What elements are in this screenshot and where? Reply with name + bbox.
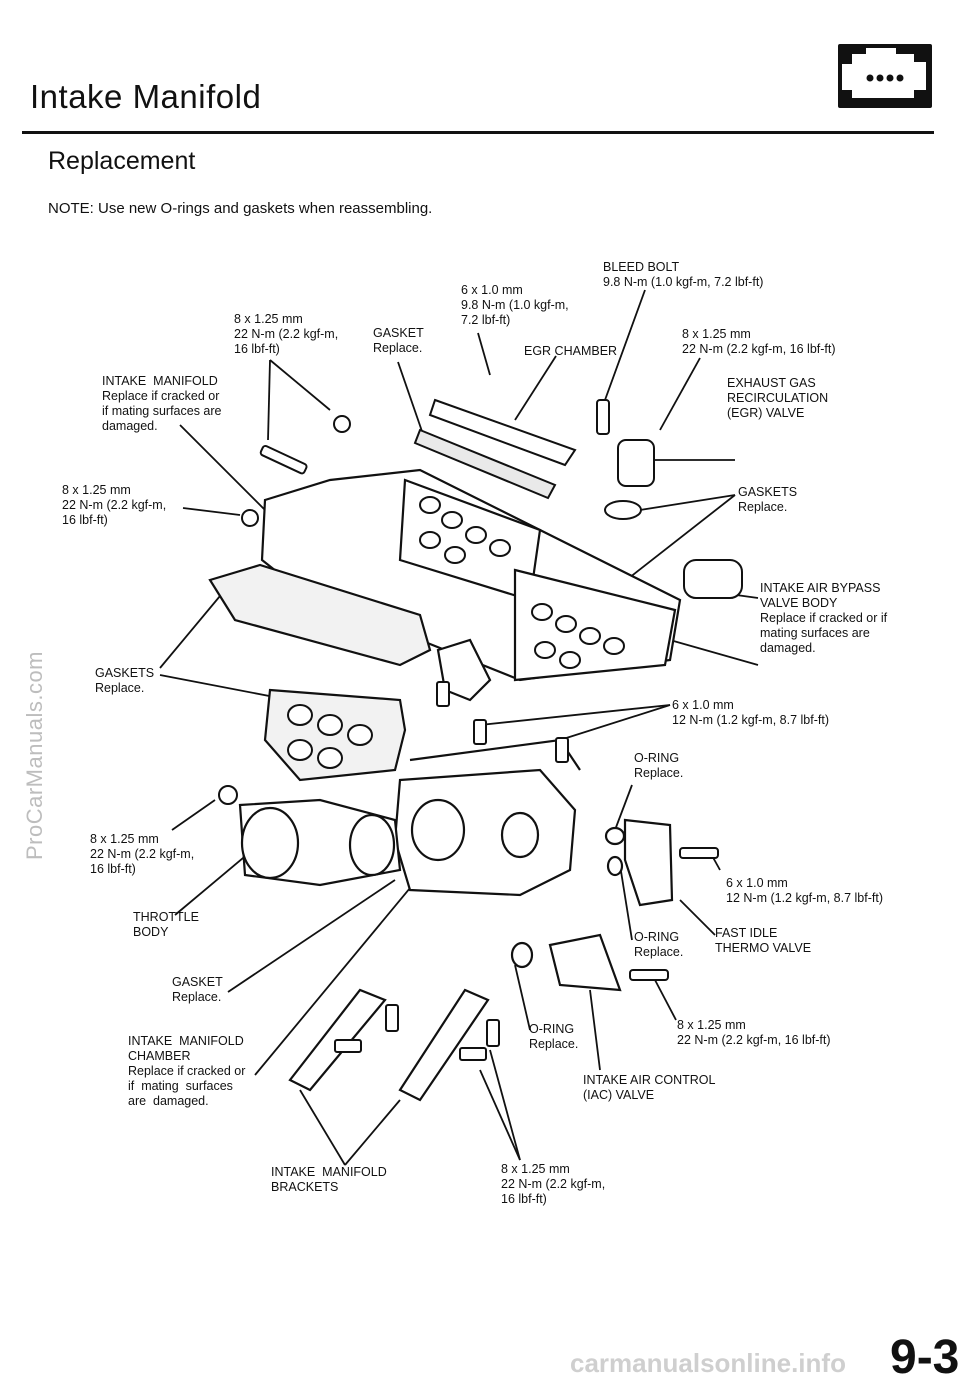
- egr-valve-part: [617, 439, 655, 487]
- label-manifold-chamber: INTAKE MANIFOLD CHAMBER Replace if crack…: [128, 1034, 246, 1108]
- label-bolt-8x125-bottom: 8 x 1.25 mm 22 N-m (2.2 kgf-m, 16 lbf-ft…: [501, 1162, 606, 1206]
- leader-line: [639, 494, 736, 511]
- bleed-bolt-part: [596, 399, 610, 435]
- leader-line: [179, 424, 266, 511]
- label-throttle-body: THROTTLE BODY: [133, 910, 199, 939]
- leader-line: [679, 899, 716, 936]
- egr-chamber-part: [428, 398, 577, 467]
- label-fast-idle: FAST IDLE THERMO VALVE: [715, 926, 812, 955]
- bolt-part: [436, 681, 450, 707]
- label-oring-1: O-RING Replace.: [634, 751, 684, 780]
- gaskets-left-part: [208, 563, 432, 667]
- leader-line: [589, 989, 601, 1071]
- leader-line: [227, 879, 396, 993]
- label-oring-2: O-RING Replace.: [634, 930, 684, 959]
- leader-line: [254, 881, 416, 1076]
- nut-part: [333, 415, 351, 433]
- label-gasket-bottom: GASKET Replace.: [172, 975, 223, 1004]
- label-bolt-8x125-top: 8 x 1.25 mm 22 N-m (2.2 kgf-m, 16 lbf-ft…: [234, 312, 339, 356]
- side-watermark: ProCarManuals.com: [22, 650, 47, 860]
- label-bleed-bolt: BLEED BOLT 9.8 N-m (1.0 kgf-m, 7.2 lbf-f…: [603, 260, 764, 289]
- label-iac-valve: INTAKE AIR CONTROL (IAC) VALVE: [583, 1073, 716, 1102]
- leader-line: [159, 589, 226, 669]
- header-rule: [22, 131, 934, 134]
- bolt-part: [459, 1047, 487, 1061]
- label-gaskets-left: GASKETS Replace.: [95, 666, 155, 695]
- label-oring-3: O-RING Replace.: [529, 1022, 579, 1051]
- nut-part: [218, 785, 238, 805]
- leader-line: [477, 332, 491, 376]
- page-title: Intake Manifold: [30, 78, 262, 115]
- note-text: NOTE: Use new O-rings and gaskets when r…: [48, 200, 433, 217]
- leader-line: [654, 979, 677, 1021]
- leader-line: [182, 507, 241, 516]
- label-bolt-8x125-throttle: 8 x 1.25 mm 22 N-m (2.2 kgf-m, 16 lbf-ft…: [90, 832, 195, 876]
- leader-line: [174, 847, 256, 916]
- label-egr-valve: EXHAUST GAS RECIRCULATION (EGR) VALVE: [727, 376, 829, 420]
- label-gasket-top: GASKET Replace.: [373, 326, 424, 355]
- label-iab-valve: INTAKE AIR BYPASS VALVE BODY Replace if …: [760, 581, 888, 655]
- leader-line: [344, 1099, 401, 1166]
- leader-line: [479, 704, 671, 726]
- bolt-part: [334, 1039, 362, 1053]
- label-brackets: INTAKE MANIFOLD BRACKETS: [271, 1165, 387, 1194]
- label-bolt-8x125-iac: 8 x 1.25 mm 22 N-m (2.2 kgf-m, 16 lbf-ft…: [677, 1018, 831, 1047]
- footer-watermark: carmanualsonline.info: [570, 1348, 846, 1378]
- label-bolt-8x125-egr: 8 x 1.25 mm 22 N-m (2.2 kgf-m, 16 lbf-ft…: [682, 327, 836, 356]
- iac-valve-part: [548, 933, 622, 992]
- leader-line: [299, 1089, 346, 1166]
- label-gaskets-right: GASKETS Replace.: [738, 485, 798, 514]
- bolt-part: [486, 1019, 500, 1047]
- label-bolt-6x10-top: 6 x 1.0 mm 9.8 N-m (1.0 kgf-m, 7.2 lbf-f…: [461, 283, 569, 327]
- bolt-part: [385, 1004, 399, 1032]
- leader-line: [397, 361, 426, 441]
- fast-idle-thermo-valve-part: [623, 818, 674, 907]
- leader-line: [171, 799, 216, 831]
- leader-line: [614, 784, 633, 831]
- bolt-part: [629, 969, 669, 981]
- leader-line: [514, 964, 531, 1031]
- leader-line: [489, 1049, 521, 1161]
- leader-line: [479, 1069, 521, 1161]
- leader-line: [559, 704, 671, 741]
- label-bolt-6x10-right: 6 x 1.0 mm 12 N-m (1.2 kgf-m, 8.7 lbf-ft…: [726, 876, 883, 905]
- egr-gasket-part: [604, 500, 642, 520]
- nut-part: [241, 509, 259, 527]
- label-intake-manifold: INTAKE MANIFOLD Replace if cracked or if…: [102, 374, 222, 433]
- leader-line: [619, 864, 633, 941]
- leader-line: [267, 359, 271, 441]
- leader-line: [669, 639, 759, 666]
- manifold-bracket-right: [398, 988, 490, 1102]
- leader-line: [269, 359, 331, 411]
- iab-valve-part: [683, 559, 743, 599]
- gasket-top-part: [413, 428, 557, 500]
- leader-line: [619, 494, 736, 586]
- leader-line: [604, 289, 646, 401]
- label-egr-chamber: EGR CHAMBER: [524, 344, 618, 358]
- bolt-part: [555, 737, 569, 763]
- engine-icon: [838, 44, 932, 108]
- leader-line: [514, 355, 557, 421]
- page-number: 9-3: [890, 1331, 960, 1384]
- leader-line: [659, 357, 701, 431]
- bolt-part: [259, 444, 308, 475]
- label-bolt-8x125-left: 8 x 1.25 mm 22 N-m (2.2 kgf-m, 16 lbf-ft…: [62, 483, 167, 527]
- label-bolt-6x10-mid: 6 x 1.0 mm 12 N-m (1.2 kgf-m, 8.7 lbf-ft…: [672, 698, 829, 727]
- section-title: Replacement: [48, 147, 196, 175]
- bolt-part: [679, 847, 719, 859]
- bolt-part: [473, 719, 487, 745]
